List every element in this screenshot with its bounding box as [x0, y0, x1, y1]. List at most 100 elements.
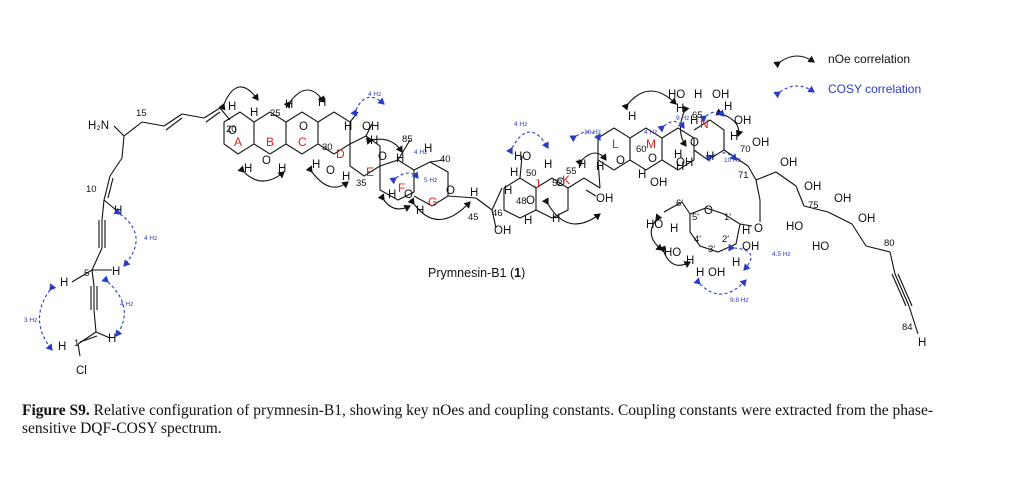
left-chain: Cl H₂N H H H H H	[58, 107, 231, 377]
hydroxyl-46: OH	[494, 225, 511, 237]
amine-group: H₂N	[88, 120, 109, 132]
ring-label: B	[266, 135, 274, 149]
svg-text:H: H	[510, 167, 518, 179]
sugar-number: 5'	[692, 212, 699, 223]
carbon-number: 48	[516, 196, 527, 207]
svg-text:O: O	[704, 205, 713, 217]
svg-text:H: H	[524, 215, 532, 227]
svg-text:H: H	[918, 337, 926, 349]
sugar-number: 4'	[694, 234, 701, 245]
hydroxyl-76: OH	[834, 193, 851, 205]
coupling-label: 4.5 Hz	[772, 251, 791, 258]
legend-cosy-arrow	[773, 85, 815, 99]
svg-text:H: H	[285, 99, 293, 111]
svg-text:H: H	[370, 135, 378, 147]
svg-text:H: H	[344, 121, 352, 133]
sugar-number: 6'	[676, 198, 683, 209]
hydroxyl-60: OH	[650, 177, 667, 189]
svg-text:H: H	[112, 266, 120, 278]
svg-text:H: H	[228, 101, 236, 113]
svg-text:H: H	[108, 333, 116, 345]
svg-text:O: O	[648, 153, 657, 165]
legend-noe-label: nOe correlation	[828, 52, 910, 66]
carbon-number: 80	[884, 238, 895, 249]
svg-text:H: H	[732, 257, 740, 269]
svg-text:H: H	[730, 131, 738, 143]
svg-text:H: H	[470, 187, 478, 199]
svg-text:H: H	[724, 101, 732, 113]
svg-text:O: O	[616, 155, 625, 167]
hydroxyl-64: OH	[712, 89, 729, 101]
carbon-number: 55	[566, 166, 577, 177]
coupling-label: 9 Hz	[676, 115, 689, 122]
svg-text:H: H	[504, 185, 512, 197]
carbon-number: 25	[270, 108, 281, 119]
svg-text:O: O	[446, 185, 455, 197]
svg-text:O: O	[228, 125, 237, 137]
svg-text:O: O	[690, 137, 699, 149]
carbon-number: 75	[808, 200, 819, 211]
svg-text:H: H	[694, 89, 702, 101]
sugar-number: 2'	[722, 234, 729, 245]
sugar-hydroxyl-3: OH	[708, 267, 725, 279]
caption-label: Figure S9.	[22, 402, 90, 419]
svg-text:H: H	[342, 171, 350, 183]
hydroxyl-68: OH	[676, 157, 693, 169]
carbon-number: 20	[226, 124, 237, 135]
ring-label: A	[234, 135, 242, 149]
coupling-label: 10 Hz	[584, 129, 601, 136]
svg-text:H: H	[544, 159, 552, 171]
carbon-number: 85	[402, 134, 413, 145]
svg-text:H: H	[706, 151, 714, 163]
sugar-number: 3'	[708, 244, 715, 255]
svg-text:H: H	[60, 277, 68, 289]
coupling-label: 5 Hz	[424, 177, 437, 184]
carbon-number: 15	[136, 108, 147, 119]
hydroxyl-79: HO	[812, 241, 829, 253]
svg-text:O: O	[404, 189, 413, 201]
coupling-constants: 3 Hz 4 Hz 4 Hz 4 Hz 5 Hz 4 Hz 10 Hz 4 Hz…	[24, 91, 791, 324]
carbon-number: 10	[86, 184, 97, 195]
ring-label: N	[700, 117, 709, 131]
coupling-label: 4 Hz	[414, 149, 427, 156]
ring-label: L	[612, 137, 619, 151]
svg-text:O: O	[526, 195, 535, 207]
hydroxyl-74: OH	[804, 181, 821, 193]
svg-text:O: O	[299, 121, 308, 133]
cosy-arrows	[38, 96, 752, 351]
coupling-label: 4 Hz	[644, 129, 657, 136]
svg-text:H: H	[638, 169, 646, 181]
figure-caption: Figure S9. Relative configuration of pry…	[22, 402, 982, 438]
carbon-number: 65	[692, 110, 703, 121]
coupling-label: 4 Hz	[120, 301, 133, 308]
carbon-number: 70	[740, 144, 751, 155]
coupling-label: 3 Hz	[24, 317, 37, 324]
svg-text:H: H	[670, 223, 678, 235]
legend: nOe correlation COSY correlation	[773, 52, 921, 99]
ring-label: M	[646, 137, 656, 151]
coupling-label: 10 Hz	[724, 157, 741, 164]
svg-text:H: H	[676, 161, 684, 173]
hydroxyl-77: HO	[786, 221, 803, 233]
svg-text:H: H	[742, 225, 750, 237]
legend-cosy-label: COSY correlation	[828, 82, 921, 96]
compound-label: Prymnesin-B1 (1)	[428, 266, 525, 280]
carbon-number: 71	[738, 170, 749, 181]
svg-text:O: O	[556, 177, 565, 189]
coupling-label: 9.8 Hz	[730, 297, 749, 304]
ring-label: K	[562, 173, 570, 187]
svg-text:H: H	[250, 107, 258, 119]
hydroxyl-70: OH	[752, 137, 769, 149]
svg-text:H: H	[396, 153, 404, 165]
coupling-label: 4 Hz	[514, 121, 527, 128]
hydroxyl-50: HO	[514, 151, 531, 163]
carbon-number: 60	[636, 144, 647, 155]
ring-label: G	[428, 195, 437, 209]
svg-text:H: H	[686, 255, 694, 267]
carbon-number: 1	[74, 338, 79, 349]
legend-noe-arrow	[773, 55, 815, 69]
ring-label: J	[534, 177, 540, 191]
carbon-numbers: 1 5 10 15 20 25 30 35 40 45 46 48 50 52 …	[74, 108, 913, 349]
coupling-label: 4 Hz	[144, 235, 157, 242]
